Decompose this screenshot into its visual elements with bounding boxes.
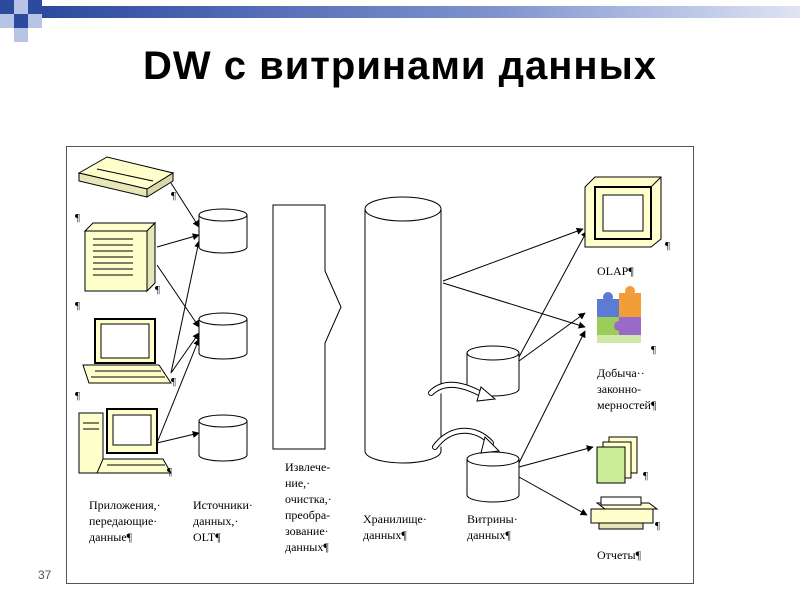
- pilcrow: ¶: [75, 390, 80, 402]
- label-etl: данных¶: [285, 540, 329, 554]
- label-etl: очистка,·: [285, 492, 332, 506]
- label-marts: Витрины·: [467, 512, 518, 526]
- label-olap: OLAP¶: [597, 264, 634, 278]
- header-decoration: [0, 0, 800, 42]
- device-arrows: [156, 182, 202, 444]
- warehouse-cylinder: [364, 196, 442, 464]
- pilcrow: ¶: [643, 470, 648, 482]
- label-warehouse: Хранилище·: [363, 512, 427, 526]
- slide-title: DW с витринами данных: [143, 44, 657, 88]
- label-warehouse: данных¶: [363, 528, 407, 542]
- source-db-3: [198, 414, 248, 462]
- laptop-icon: [82, 318, 172, 384]
- label-reports: Отчеты¶: [597, 548, 642, 562]
- data-mart-1: [466, 345, 520, 397]
- label-apps: передающие·: [89, 514, 157, 528]
- output-arrows: [442, 227, 594, 516]
- label-etl: преобра-: [285, 508, 330, 522]
- monitor-icon: [584, 176, 662, 248]
- source-db-2: [198, 312, 248, 360]
- label-mining: Добыча··: [597, 366, 645, 380]
- puzzle-icon: [597, 286, 641, 343]
- label-mining: законно-: [597, 382, 641, 396]
- data-mart-2: [466, 451, 520, 503]
- pilcrow: ¶: [665, 240, 670, 252]
- pilcrow: ¶: [75, 300, 80, 312]
- label-sources: данных,·: [193, 514, 238, 528]
- documents-icon: [596, 436, 638, 484]
- label-mining: мерностей¶: [597, 398, 657, 412]
- diagram-canvas: ¶ ¶ ¶ ¶ ¶ ¶ ¶: [75, 156, 670, 562]
- pilcrow: ¶: [75, 212, 80, 224]
- pilcrow: ¶: [651, 344, 656, 356]
- label-etl: зование·: [285, 524, 329, 538]
- scanner-icon: [77, 156, 175, 198]
- label-apps: Приложения,·: [89, 498, 161, 512]
- pilcrow: ¶: [171, 376, 176, 388]
- label-sources: Источники·: [193, 498, 253, 512]
- slide-number: 37: [38, 568, 52, 582]
- printer-icon: [590, 496, 659, 530]
- source-db-1: [198, 208, 248, 254]
- dw-diagram: ¶ ¶ ¶ ¶ ¶ ¶ ¶: [66, 146, 694, 584]
- label-marts: данных¶: [467, 528, 511, 542]
- pilcrow: ¶: [155, 284, 160, 296]
- pilcrow: ¶: [171, 190, 176, 202]
- pilcrow: ¶: [167, 466, 172, 478]
- label-etl: Извлече-: [285, 460, 330, 474]
- label-apps: данные¶: [89, 530, 133, 544]
- etl-arrow: [272, 204, 342, 450]
- server-icon: [83, 221, 157, 293]
- label-etl: ние,·: [285, 476, 310, 490]
- pilcrow: ¶: [655, 520, 660, 532]
- label-sources: OLT¶: [193, 530, 221, 544]
- desktop-computer-icon: [78, 408, 172, 474]
